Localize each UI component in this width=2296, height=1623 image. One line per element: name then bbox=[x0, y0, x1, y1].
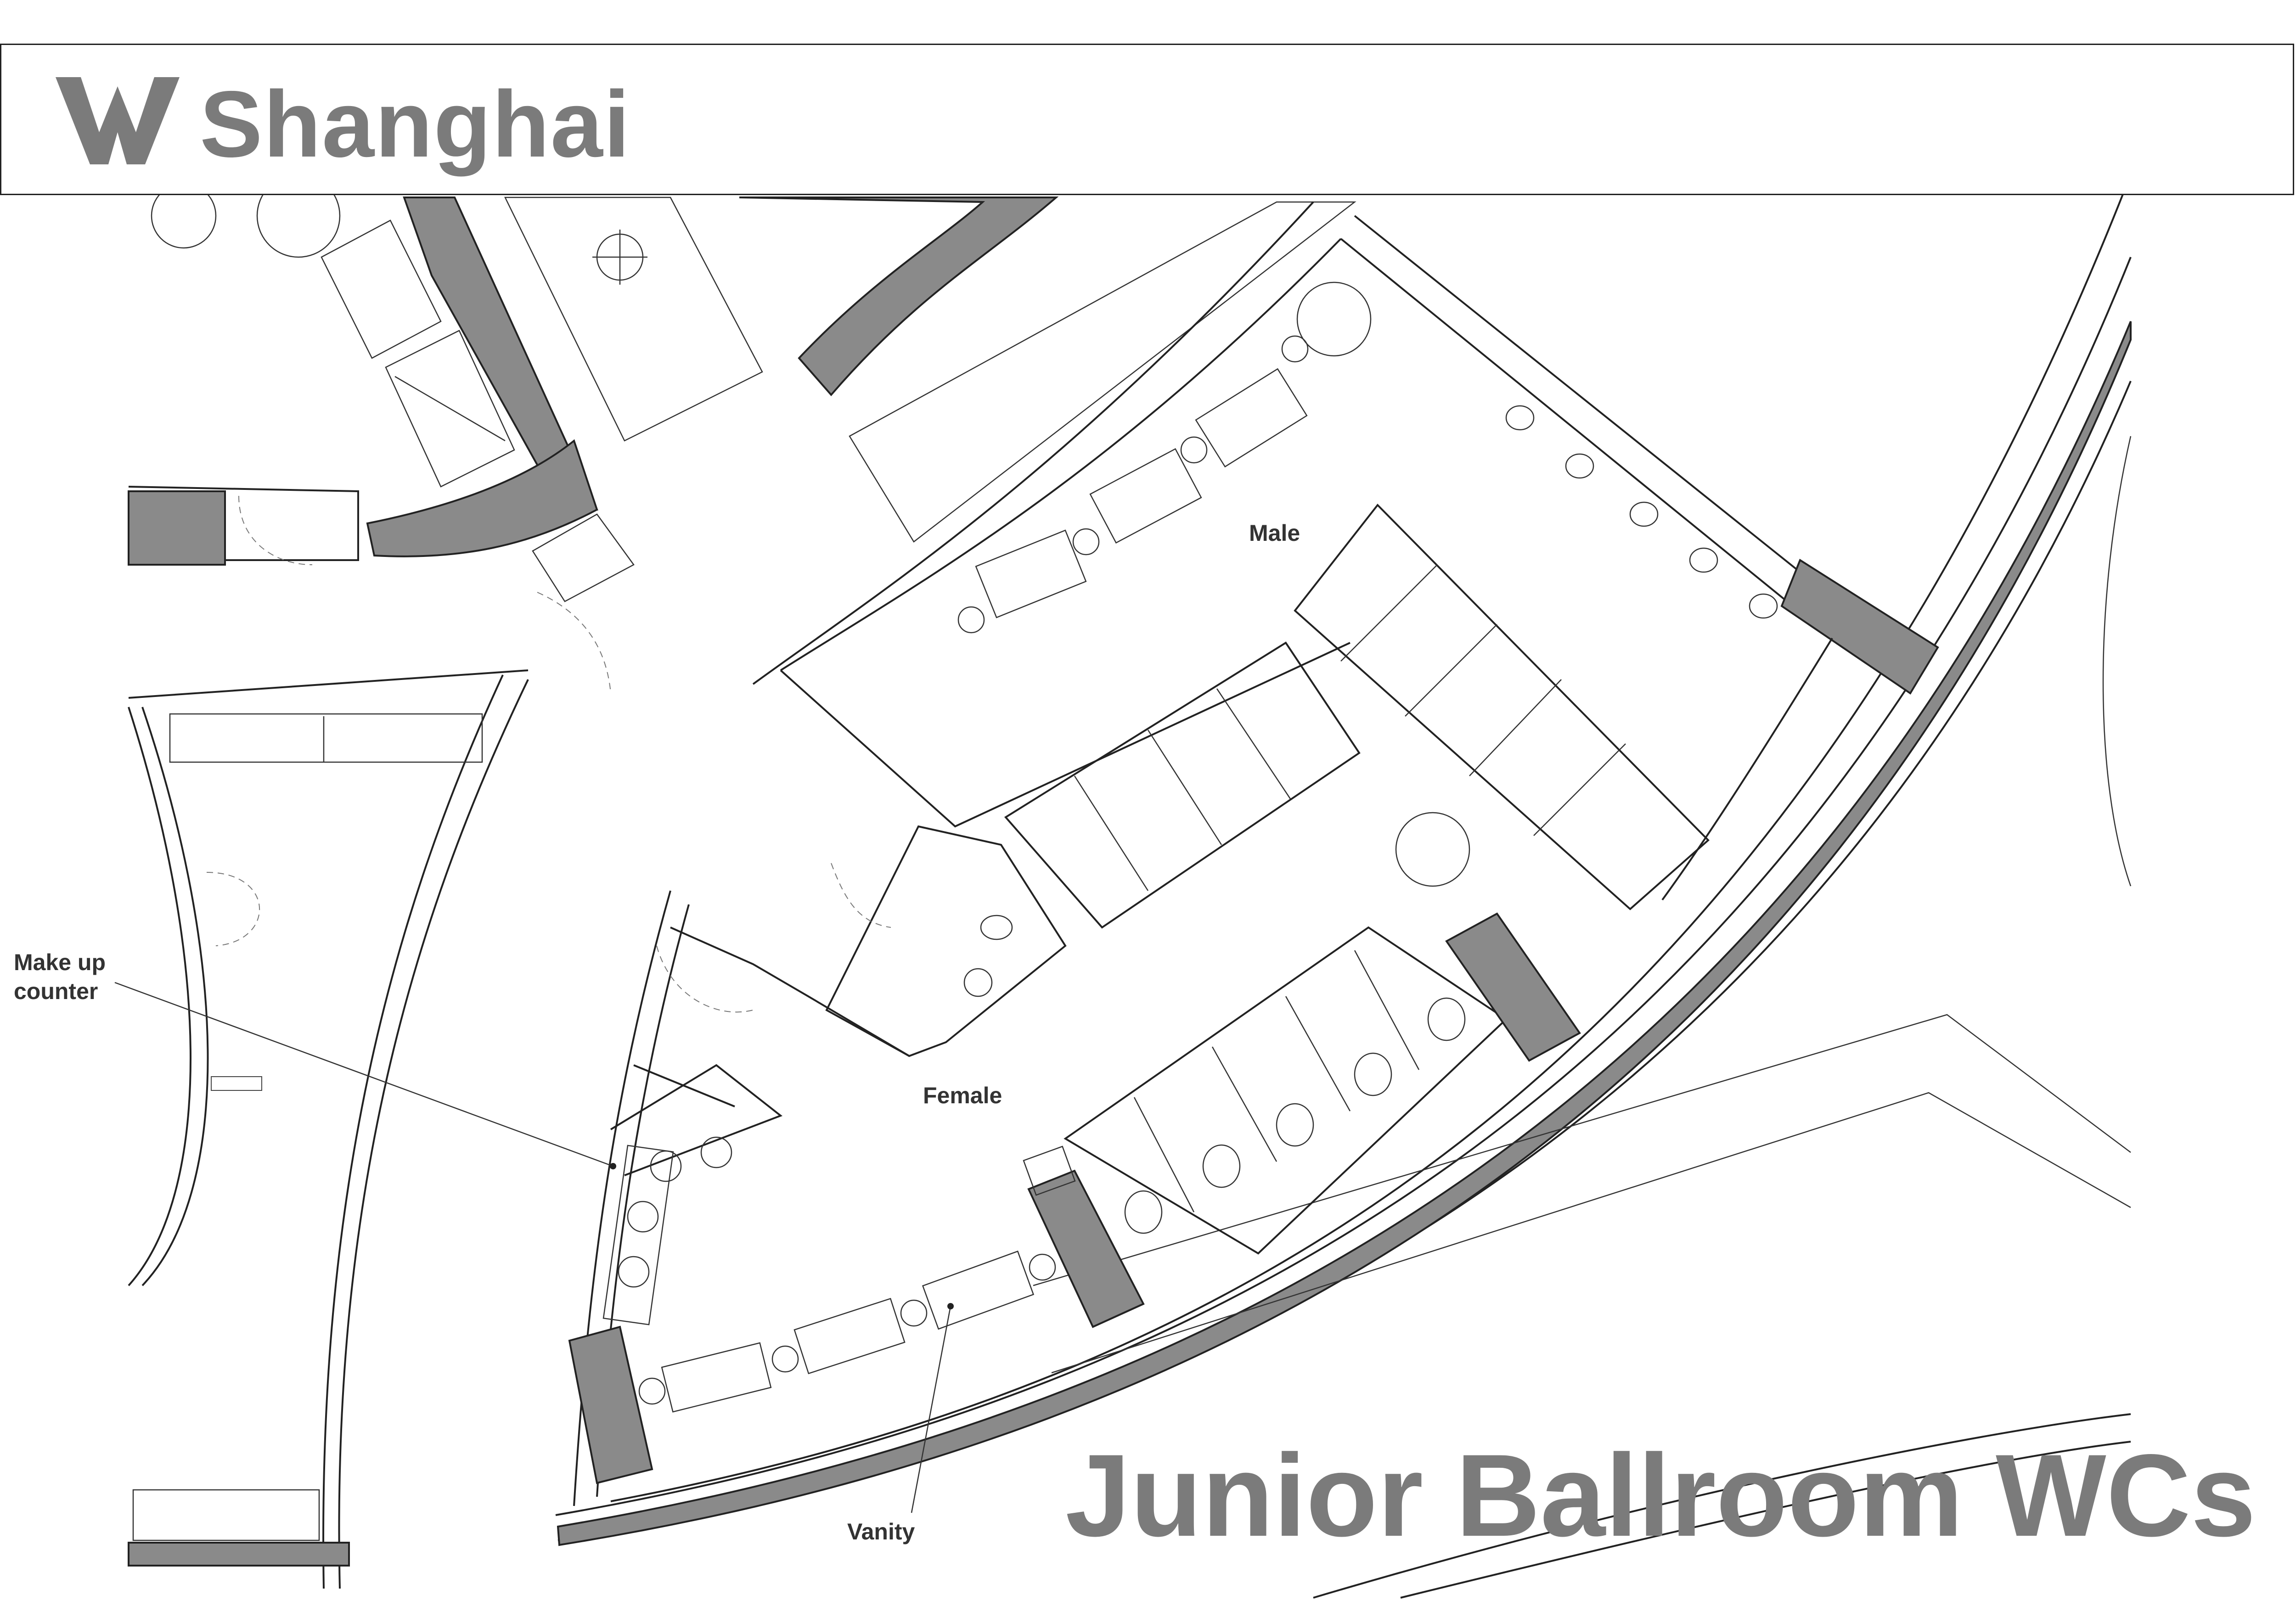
male-vanities bbox=[957, 281, 1372, 634]
annotation-leaders bbox=[114, 982, 954, 1513]
building-curved-edges bbox=[555, 174, 2132, 1599]
female-label: Female bbox=[923, 1083, 1002, 1108]
female-wc-walls bbox=[568, 890, 1581, 1506]
top-left-rooms bbox=[128, 174, 1356, 694]
female-vanities bbox=[638, 1250, 1056, 1413]
accessible-wc bbox=[825, 825, 1067, 1057]
roof-lines bbox=[1033, 1014, 2131, 1374]
makeup-counter-label-line1: Make up bbox=[14, 949, 106, 975]
male-wc-walls bbox=[752, 201, 1939, 929]
brand-name: Shanghai bbox=[200, 72, 631, 177]
male-cubicles bbox=[1004, 503, 1710, 929]
w-hotels-logo-icon bbox=[56, 77, 180, 164]
left-corridor bbox=[128, 669, 529, 1589]
male-label: Male bbox=[1249, 520, 1300, 546]
header-banner: Shanghai bbox=[0, 44, 2294, 195]
vanity-label: Vanity bbox=[847, 1519, 915, 1544]
male-urinals bbox=[1505, 405, 1778, 619]
makeup-counter-label-line2: counter bbox=[14, 978, 98, 1004]
page-title: Junior Ballroom WCs bbox=[1065, 1430, 2256, 1561]
makeup-counter-label: Make up counter bbox=[14, 948, 106, 1005]
